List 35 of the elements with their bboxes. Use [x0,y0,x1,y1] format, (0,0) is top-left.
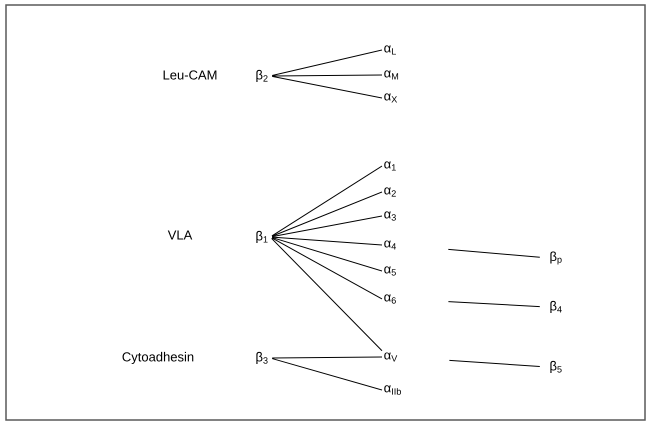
alpha-subunit: α$_{L}$ [384,45,396,55]
connector-line [272,50,382,76]
connector-line [272,76,382,98]
family-label: Cytoadhesin [122,352,194,364]
family-label: VLA [168,230,192,240]
connector-line [272,356,382,358]
connector-line [448,248,540,258]
alpha-subunit: α$_{4}$ [384,240,396,250]
connector-line [272,192,382,237]
beta-subunit: β$_{1}$ [256,230,268,244]
alpha-subunit: α$_{6}$ [384,294,396,304]
alpha-subunit: α$_{3}$ [384,211,396,221]
connector-line [272,358,382,390]
beta-subunit: β$_{5}$ [550,360,562,374]
alpha-subunit: α$_{M}$ [384,70,398,80]
connector-line [272,236,382,246]
connector-line [271,166,382,236]
beta-subunit: β$_{p}$ [550,251,562,265]
alpha-subunit: α$_{1}$ [384,161,396,171]
alpha-subunit: α$_{5}$ [384,266,396,276]
alpha-subunit: α$_{X}$ [384,93,398,103]
connector-line [271,237,382,300]
alpha-subunit: α$_{IIb}$ [384,385,401,395]
beta-subunit: β$_{4}$ [550,300,562,314]
connector-line [272,74,382,76]
connector-line [448,360,540,367]
connector-line [271,238,382,352]
connector-line [272,216,382,238]
connector-line [448,301,540,308]
beta-subunit: β$_{3}$ [256,352,268,364]
beta-subunit: β$_{2}$ [256,70,268,82]
alpha-subunit: α$_{V}$ [384,352,398,362]
alpha-subunit: α$_{2}$ [384,187,396,197]
family-label: Leu-CAM [164,70,216,80]
connector-line [272,237,382,272]
